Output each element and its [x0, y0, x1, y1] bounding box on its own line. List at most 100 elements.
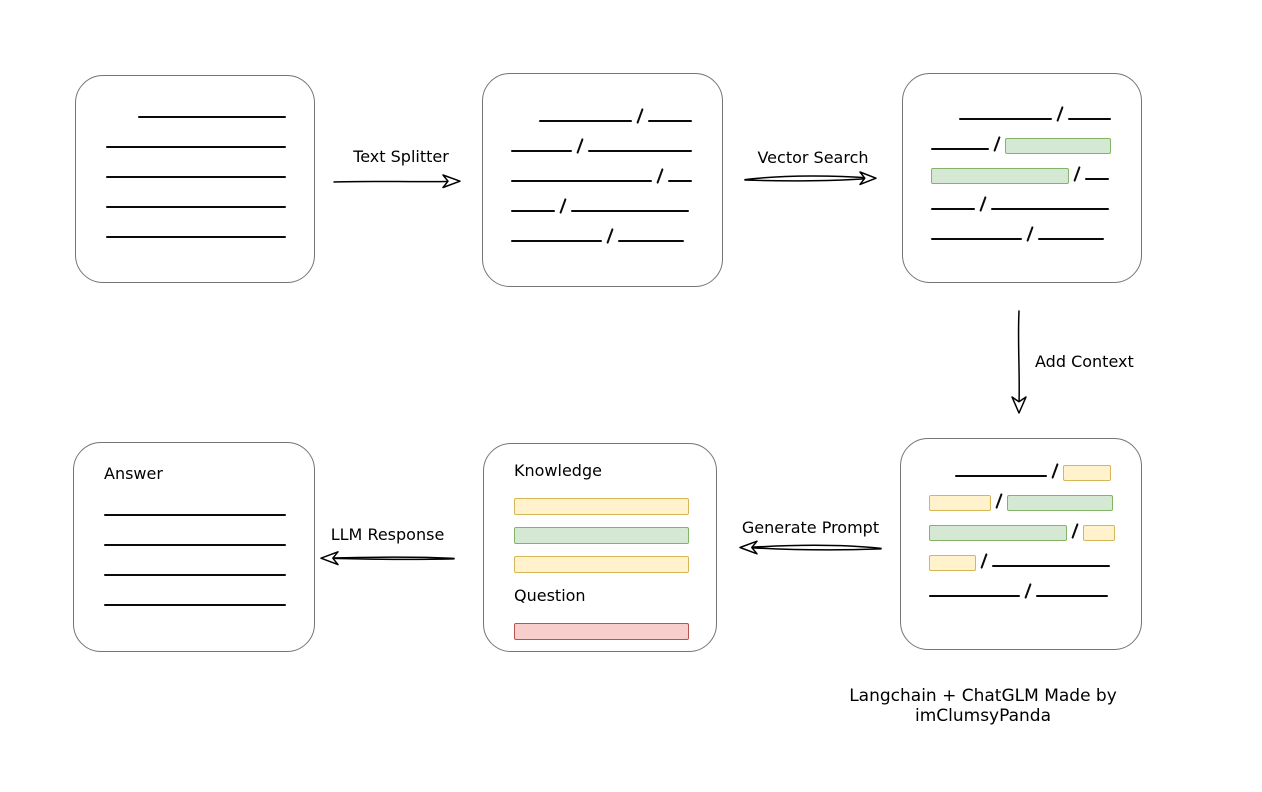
text-splitter-label: Text Splitter	[353, 147, 449, 166]
chunk-row	[514, 515, 689, 544]
text-line	[1036, 595, 1108, 597]
slash-separator	[1024, 583, 1032, 599]
text-line	[668, 180, 692, 182]
chunk-row	[511, 216, 692, 246]
slash-separator	[636, 108, 644, 124]
box-title: Answer	[104, 463, 163, 483]
box-title: Question	[514, 585, 586, 605]
text-line	[138, 116, 286, 118]
chunk-row	[106, 92, 286, 122]
chunk-row	[931, 94, 1111, 124]
slash-separator	[1073, 166, 1081, 182]
text-line	[511, 210, 555, 212]
chunk-row	[931, 214, 1111, 244]
slash-separator	[559, 198, 567, 214]
text-line	[588, 150, 692, 152]
indent-gap	[929, 480, 955, 481]
chunk-row	[104, 550, 286, 580]
vector-search-label: Vector Search	[757, 148, 869, 167]
chunk-bar-green	[1007, 495, 1113, 511]
text-line	[106, 206, 286, 208]
llm-response-label: LLM Response	[330, 525, 445, 544]
chunk-bar-yellow	[514, 498, 689, 515]
text-line	[929, 595, 1020, 597]
chunk-row	[511, 126, 692, 156]
slash-separator	[1051, 463, 1059, 479]
chunk-row	[931, 184, 1111, 214]
indent-gap	[931, 123, 959, 124]
chunk-row	[106, 122, 286, 152]
chunk-bar-green	[931, 168, 1069, 184]
chunk-bar-yellow	[1083, 525, 1115, 541]
llm-response-arrow-icon	[317, 546, 457, 570]
text-line	[104, 604, 286, 606]
chunk-bar-yellow	[929, 555, 976, 571]
source-document-box	[75, 75, 315, 283]
slash-separator	[576, 138, 584, 154]
chunk-row	[104, 520, 286, 550]
slash-separator	[979, 196, 987, 212]
slash-separator	[1055, 106, 1064, 122]
chunk-row	[511, 186, 692, 216]
text-line	[106, 236, 286, 238]
text-line	[931, 208, 975, 210]
chunk-row	[514, 611, 689, 640]
chunk-row	[106, 212, 286, 242]
context-chunks-box	[900, 438, 1142, 650]
text-line	[618, 240, 684, 242]
text-line	[1085, 178, 1109, 180]
box-title: Knowledge	[514, 460, 602, 480]
chunk-row	[514, 544, 689, 573]
chunk-bar-yellow	[1063, 465, 1111, 481]
answer-box: Answer	[73, 442, 315, 652]
chunk-row	[514, 486, 689, 515]
text-line	[511, 150, 572, 152]
text-line	[104, 544, 286, 546]
chunk-row	[511, 156, 692, 186]
chunk-row: Question	[514, 579, 689, 611]
indent-gap	[511, 125, 539, 126]
generate-prompt-label: Generate Prompt	[741, 518, 880, 537]
text-line	[539, 120, 633, 122]
chunk-bar-green	[514, 527, 689, 544]
chunk-bar-green	[1005, 138, 1111, 154]
chunk-row	[104, 490, 286, 520]
chunk-bar-yellow	[514, 556, 689, 573]
vector-matched-chunks-box	[902, 73, 1142, 283]
slash-separator	[1071, 523, 1079, 539]
chunk-bar-red	[514, 623, 689, 640]
text-line	[959, 118, 1052, 120]
text-line	[511, 240, 602, 242]
vector-search-arrow-icon	[742, 167, 887, 189]
text-line	[511, 180, 652, 182]
text-line	[931, 148, 989, 150]
text-splitter-arrow-icon	[331, 170, 471, 192]
chunk-row	[929, 511, 1115, 541]
slash-separator	[995, 493, 1003, 509]
slash-separator	[656, 168, 664, 184]
text-line	[571, 210, 689, 212]
text-line	[1067, 118, 1111, 120]
split-chunks-box	[482, 73, 723, 287]
text-line	[992, 565, 1110, 567]
text-line	[648, 120, 692, 122]
chunk-row	[931, 124, 1111, 154]
chunk-bar-yellow	[929, 495, 991, 511]
slash-separator	[993, 136, 1001, 152]
chunk-bar-green	[929, 525, 1067, 541]
chunk-row	[929, 451, 1111, 481]
add-context-arrow-icon	[1006, 308, 1032, 420]
text-line	[931, 238, 1022, 240]
chunk-row	[106, 152, 286, 182]
add-context-label: Add Context	[1035, 352, 1134, 371]
text-line	[106, 176, 286, 178]
diagram-caption: Langchain + ChatGLM Made by imClumsyPand…	[849, 686, 1117, 726]
chunk-row	[929, 571, 1111, 601]
chunk-row	[929, 541, 1111, 571]
slash-separator	[1026, 226, 1034, 242]
text-line	[1038, 238, 1104, 240]
chunk-row: Knowledge	[514, 454, 689, 486]
slash-separator	[606, 228, 614, 244]
